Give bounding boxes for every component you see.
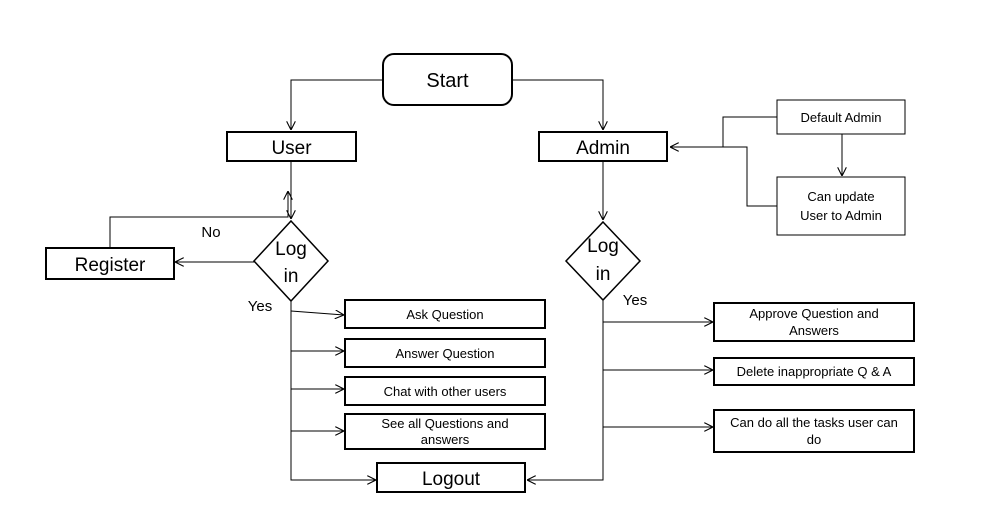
default-admin-node: Default Admin [776,99,906,135]
approve-node: Approve Question and Answers [713,302,915,342]
user-label: User [271,138,312,159]
admin-login-line-2: in [596,264,611,285]
ask-question-node: Ask Question [344,299,546,329]
admin-node: Admin [538,131,668,162]
edge-default-admin-admin [670,116,777,147]
approve-line-2: Answers [789,323,839,338]
edge-label-yes-admin: Yes [623,292,647,309]
see-all-line-2: answers [421,432,470,447]
admin-login-decision: Log in [564,220,642,302]
can-update-node: Can update User to Admin [776,176,906,236]
default-admin-label: Default Admin [801,110,882,125]
edge-can-update-admin [670,146,777,207]
delete-inappropriate-node: Delete inappropriate Q & A [713,357,915,386]
user-node: User [226,131,357,162]
approve-line-1: Approve Question and [749,306,878,321]
can-do-all-line-1: Can do all the tasks user can [730,415,898,430]
can-do-all-line-2: do [807,432,821,447]
can-update-line-2: User to Admin [800,208,882,223]
edge-label-no: No [201,224,220,241]
see-all-line-1: See all Questions and [381,416,508,431]
edge-register-login [109,191,288,247]
can-do-all-node: Can do all the tasks user can do [713,409,915,453]
edge-label-yes-user: Yes [248,298,272,315]
chat-users-node: Chat with other users [344,376,546,406]
logout-label: Logout [422,469,481,490]
chat-users-label: Chat with other users [384,384,507,399]
start-node: Start [382,53,513,106]
edge-start-admin [512,79,603,130]
ask-question-label: Ask Question [406,307,483,322]
edge-yes-ask [290,311,344,315]
register-node: Register [45,247,175,280]
user-login-decision: Log in [252,219,330,303]
user-login-line-2: in [284,266,299,287]
user-login-line-1: Log [275,239,307,260]
connectors [109,79,842,480]
start-label: Start [426,70,469,92]
can-update-line-1: Can update [807,189,874,204]
admin-label: Admin [576,138,630,159]
edge-user-yes-trunk [290,299,376,480]
answer-question-node: Answer Question [344,338,546,368]
delete-inappropriate-label: Delete inappropriate Q & A [737,364,892,379]
register-label: Register [75,255,146,276]
logout-node: Logout [376,462,526,493]
edge-start-user [291,79,383,130]
edge-admin-yes-trunk [527,298,604,480]
admin-login-line-1: Log [587,236,619,257]
answer-question-label: Answer Question [396,346,495,361]
see-all-node: See all Questions and answers [344,413,546,450]
